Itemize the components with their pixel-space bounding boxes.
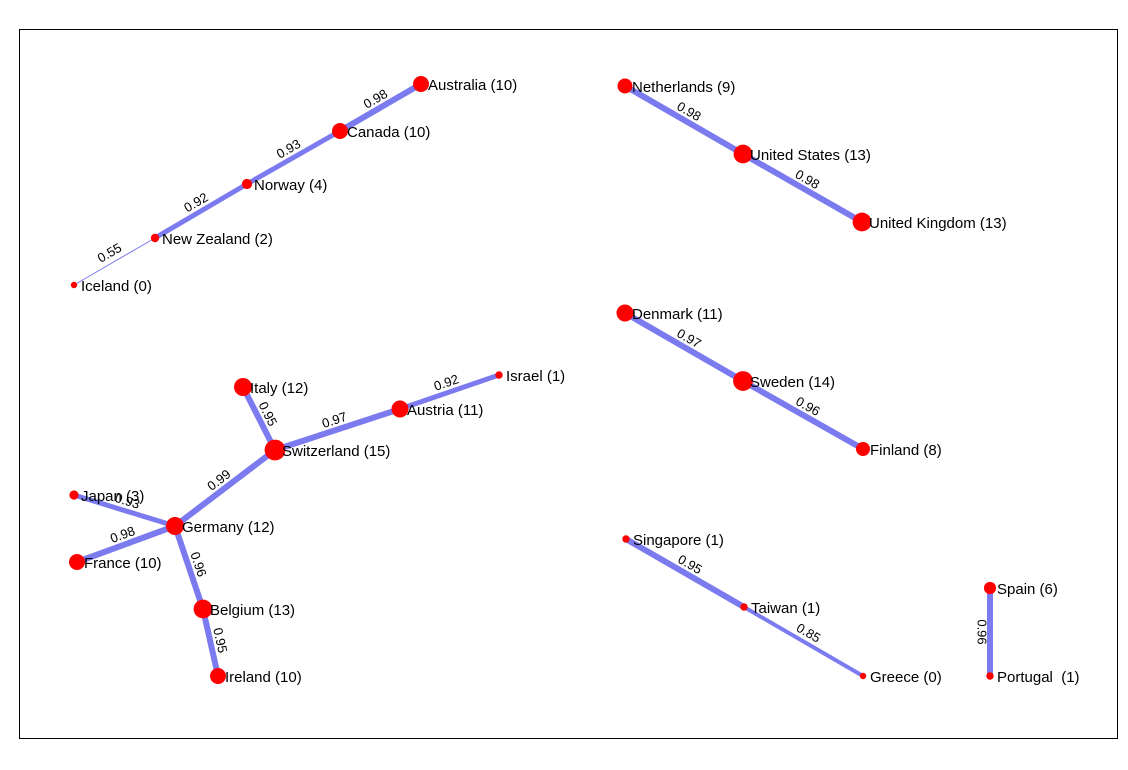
node-label-israel: Israel (1) bbox=[506, 368, 565, 385]
edge-denmark-sweden bbox=[623, 310, 745, 384]
edge-us-uk bbox=[741, 151, 864, 225]
edge-singapore-taiwan bbox=[624, 536, 746, 610]
node-label-singapore: Singapore (1) bbox=[633, 532, 724, 549]
node-label-switzerland: Switzerland (15) bbox=[282, 443, 390, 460]
node-denmark bbox=[616, 304, 634, 322]
edge-weight-label: 0.85 bbox=[794, 620, 823, 646]
edge-weight-label: 0.55 bbox=[95, 240, 124, 266]
node-japan bbox=[69, 490, 79, 500]
node-sweden bbox=[733, 371, 753, 391]
edge-weight-label: 0.95 bbox=[210, 626, 230, 654]
node-portugal bbox=[986, 672, 994, 680]
node-ireland bbox=[210, 668, 226, 684]
node-israel bbox=[495, 371, 503, 379]
node-uk bbox=[852, 212, 872, 232]
edge-weight-label: 0.93 bbox=[113, 490, 142, 512]
node-label-japan: Japan (3) bbox=[81, 488, 144, 505]
node-germany bbox=[166, 517, 184, 535]
node-greece bbox=[859, 672, 867, 680]
node-label-canada: Canada (10) bbox=[347, 124, 430, 141]
node-taiwan bbox=[740, 603, 748, 611]
node-us bbox=[733, 144, 753, 164]
node-label-newzealand: New Zealand (2) bbox=[162, 231, 273, 248]
edge-canada-australia bbox=[338, 81, 423, 134]
edges-layer bbox=[73, 81, 993, 678]
edge-germany-belgium bbox=[172, 525, 206, 610]
node-labels-layer: Australia (10) Canada (10) Norway (4) New Z… bbox=[81, 77, 1080, 686]
node-norway bbox=[241, 178, 253, 190]
edge-sweden-finland bbox=[741, 378, 865, 452]
node-label-norway: Norway (4) bbox=[254, 177, 327, 194]
node-austria bbox=[391, 400, 409, 418]
node-netherlands bbox=[617, 78, 633, 94]
diagram-frame bbox=[19, 29, 1118, 739]
node-canada bbox=[332, 123, 348, 139]
node-australia bbox=[413, 76, 429, 92]
node-label-uk: United Kingdom (13) bbox=[869, 215, 1007, 232]
node-switzerland bbox=[264, 439, 286, 461]
node-label-france: France (10) bbox=[84, 555, 162, 572]
node-label-portugal: Portugal (1) bbox=[997, 669, 1080, 686]
node-label-spain: Spain (6) bbox=[997, 581, 1058, 598]
node-label-austria: Austria (11) bbox=[407, 402, 483, 419]
node-label-taiwan: Taiwan (1) bbox=[751, 600, 820, 617]
node-finland bbox=[856, 442, 870, 456]
node-italy bbox=[234, 378, 252, 396]
edge-belgium-ireland bbox=[200, 608, 221, 677]
edge-switzerland-austria bbox=[274, 406, 401, 453]
edge-japan-germany bbox=[73, 492, 176, 529]
node-label-greece: Greece (0) bbox=[870, 669, 942, 686]
node-label-finland: Finland (8) bbox=[870, 442, 942, 459]
node-label-netherlands: Netherlands (9) bbox=[632, 79, 735, 96]
node-label-belgium: Belgium (13) bbox=[210, 602, 295, 619]
nodes-layer bbox=[69, 76, 997, 684]
node-label-us: United States (13) bbox=[750, 147, 871, 164]
node-label-iceland: Iceland (0) bbox=[81, 278, 152, 295]
node-france bbox=[69, 554, 85, 570]
edge-taiwan-greece bbox=[742, 605, 865, 678]
node-label-denmark: Denmark (11) bbox=[632, 306, 723, 323]
edge-netherlands-us bbox=[623, 83, 745, 157]
edge-weight-label: 0.96 bbox=[975, 619, 990, 644]
node-belgium bbox=[193, 599, 213, 619]
edge-iceland-newzealand bbox=[73, 237, 156, 286]
node-iceland bbox=[70, 281, 78, 289]
edge-germany-switzerland bbox=[173, 447, 277, 529]
node-singapore bbox=[622, 535, 630, 543]
edge-newzealand-norway bbox=[153, 181, 249, 241]
node-label-australia: Australia (10) bbox=[428, 77, 517, 94]
node-label-ireland: Ireland (10) bbox=[225, 669, 302, 686]
edge-italy-switzerland bbox=[240, 385, 278, 452]
node-label-germany: Germany (12) bbox=[182, 519, 275, 536]
node-newzealand bbox=[150, 233, 160, 243]
node-spain bbox=[983, 581, 997, 595]
node-label-italy: Italy (12) bbox=[250, 380, 308, 397]
edge-france-germany bbox=[75, 523, 177, 565]
edge-norway-canada bbox=[245, 128, 342, 187]
edge-austria-israel bbox=[399, 372, 500, 412]
node-label-sweden: Sweden (14) bbox=[750, 374, 835, 391]
